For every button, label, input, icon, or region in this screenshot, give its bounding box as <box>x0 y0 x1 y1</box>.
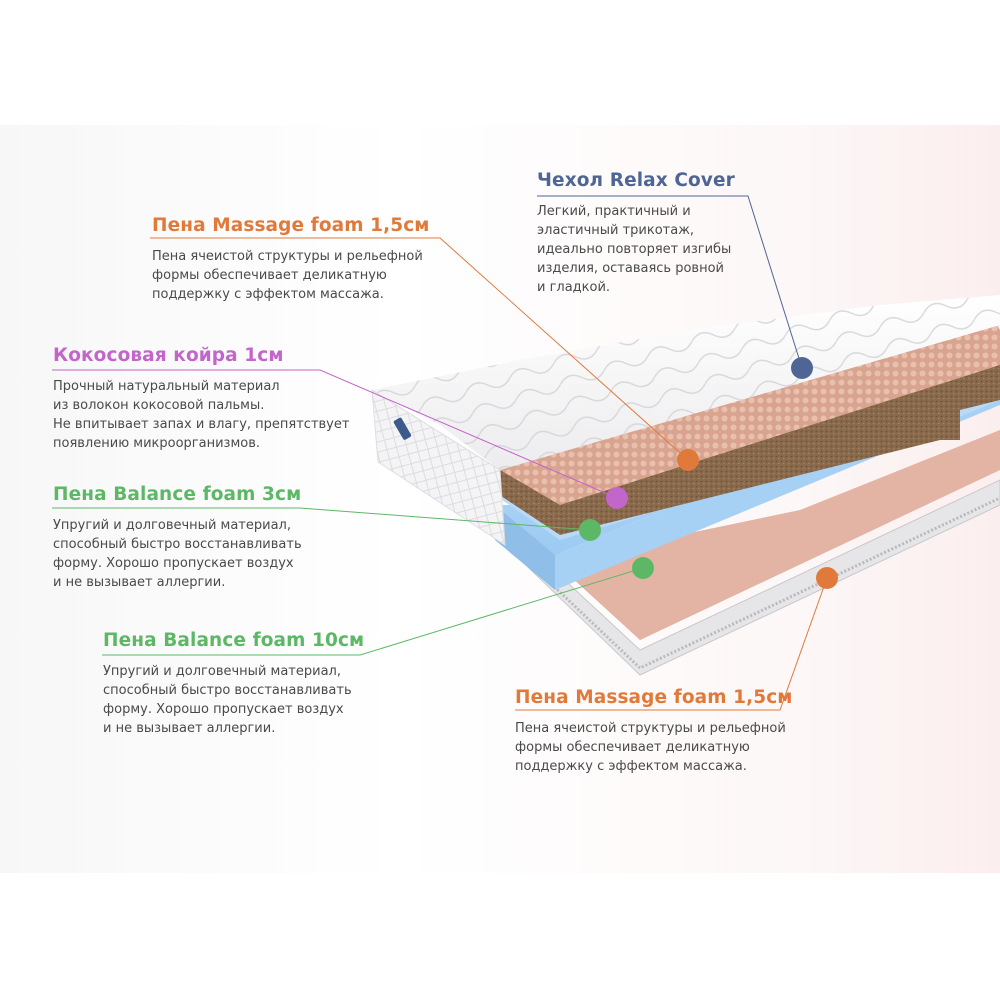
label-balance-foam-3: Пена Balance foam 3см Упругий и долговеч… <box>53 484 302 592</box>
marker-cover <box>791 357 813 379</box>
bottom-massage-foam-top <box>560 430 1000 640</box>
label-massage-foam-top: Пена Massage foam 1,5см Пена ячеистой ст… <box>152 215 430 304</box>
label-title: Пена Massage foam 1,5см <box>515 687 793 708</box>
balance-foam-10-front <box>495 505 555 590</box>
label-description: Пена ячеистой структуры и рельефной форм… <box>152 249 423 302</box>
brand-tag <box>393 417 412 440</box>
leader-line-coir <box>52 369 618 499</box>
label-massage-foam-bottom: Пена Massage foam 1,5см Пена ячеистой ст… <box>515 687 793 776</box>
label-description: Пена ячеистой структуры и рельефной форм… <box>515 721 786 774</box>
marker-coir <box>606 487 628 509</box>
cover-quilt-pattern <box>372 295 1000 470</box>
marker-balance3 <box>579 519 601 541</box>
top-massage-foam-layer <box>500 315 1000 505</box>
marker-balance10 <box>632 557 654 579</box>
label-description: Прочный натуральный материал из волокон … <box>53 379 350 451</box>
label-balance-foam-10: Пена Balance foam 10см Упругий и долгове… <box>103 630 364 738</box>
leader-line-balance3 <box>52 507 591 531</box>
label-description: Легкий, практичный и эластичный трикотаж… <box>537 204 732 295</box>
leader-line-balance10 <box>102 567 644 656</box>
leader-line-massage-bottom <box>515 577 828 711</box>
label-description: Упругий и долговечный материал, способны… <box>103 664 352 736</box>
label-title: Кокосовая койра 1см <box>53 345 284 366</box>
marker-massage-bottom <box>816 567 838 589</box>
label-title: Пена Balance foam 3см <box>53 484 302 505</box>
label-coir: Кокосовая койра 1см Прочный натуральный … <box>53 345 349 453</box>
label-description: Упругий и долговечный материал, способны… <box>53 518 302 590</box>
leader-line-massage-top <box>150 237 689 461</box>
coir-layer <box>495 380 1000 535</box>
leader-line-cover <box>537 195 803 369</box>
label-title: Чехол Relax Cover <box>537 170 735 191</box>
label-title: Пена Balance foam 10см <box>103 630 365 651</box>
label-relax-cover: Чехол Relax Cover Легкий, практичный и э… <box>537 170 735 297</box>
label-title: Пена Massage foam 1,5см <box>152 215 430 236</box>
marker-massage-top <box>677 449 699 471</box>
